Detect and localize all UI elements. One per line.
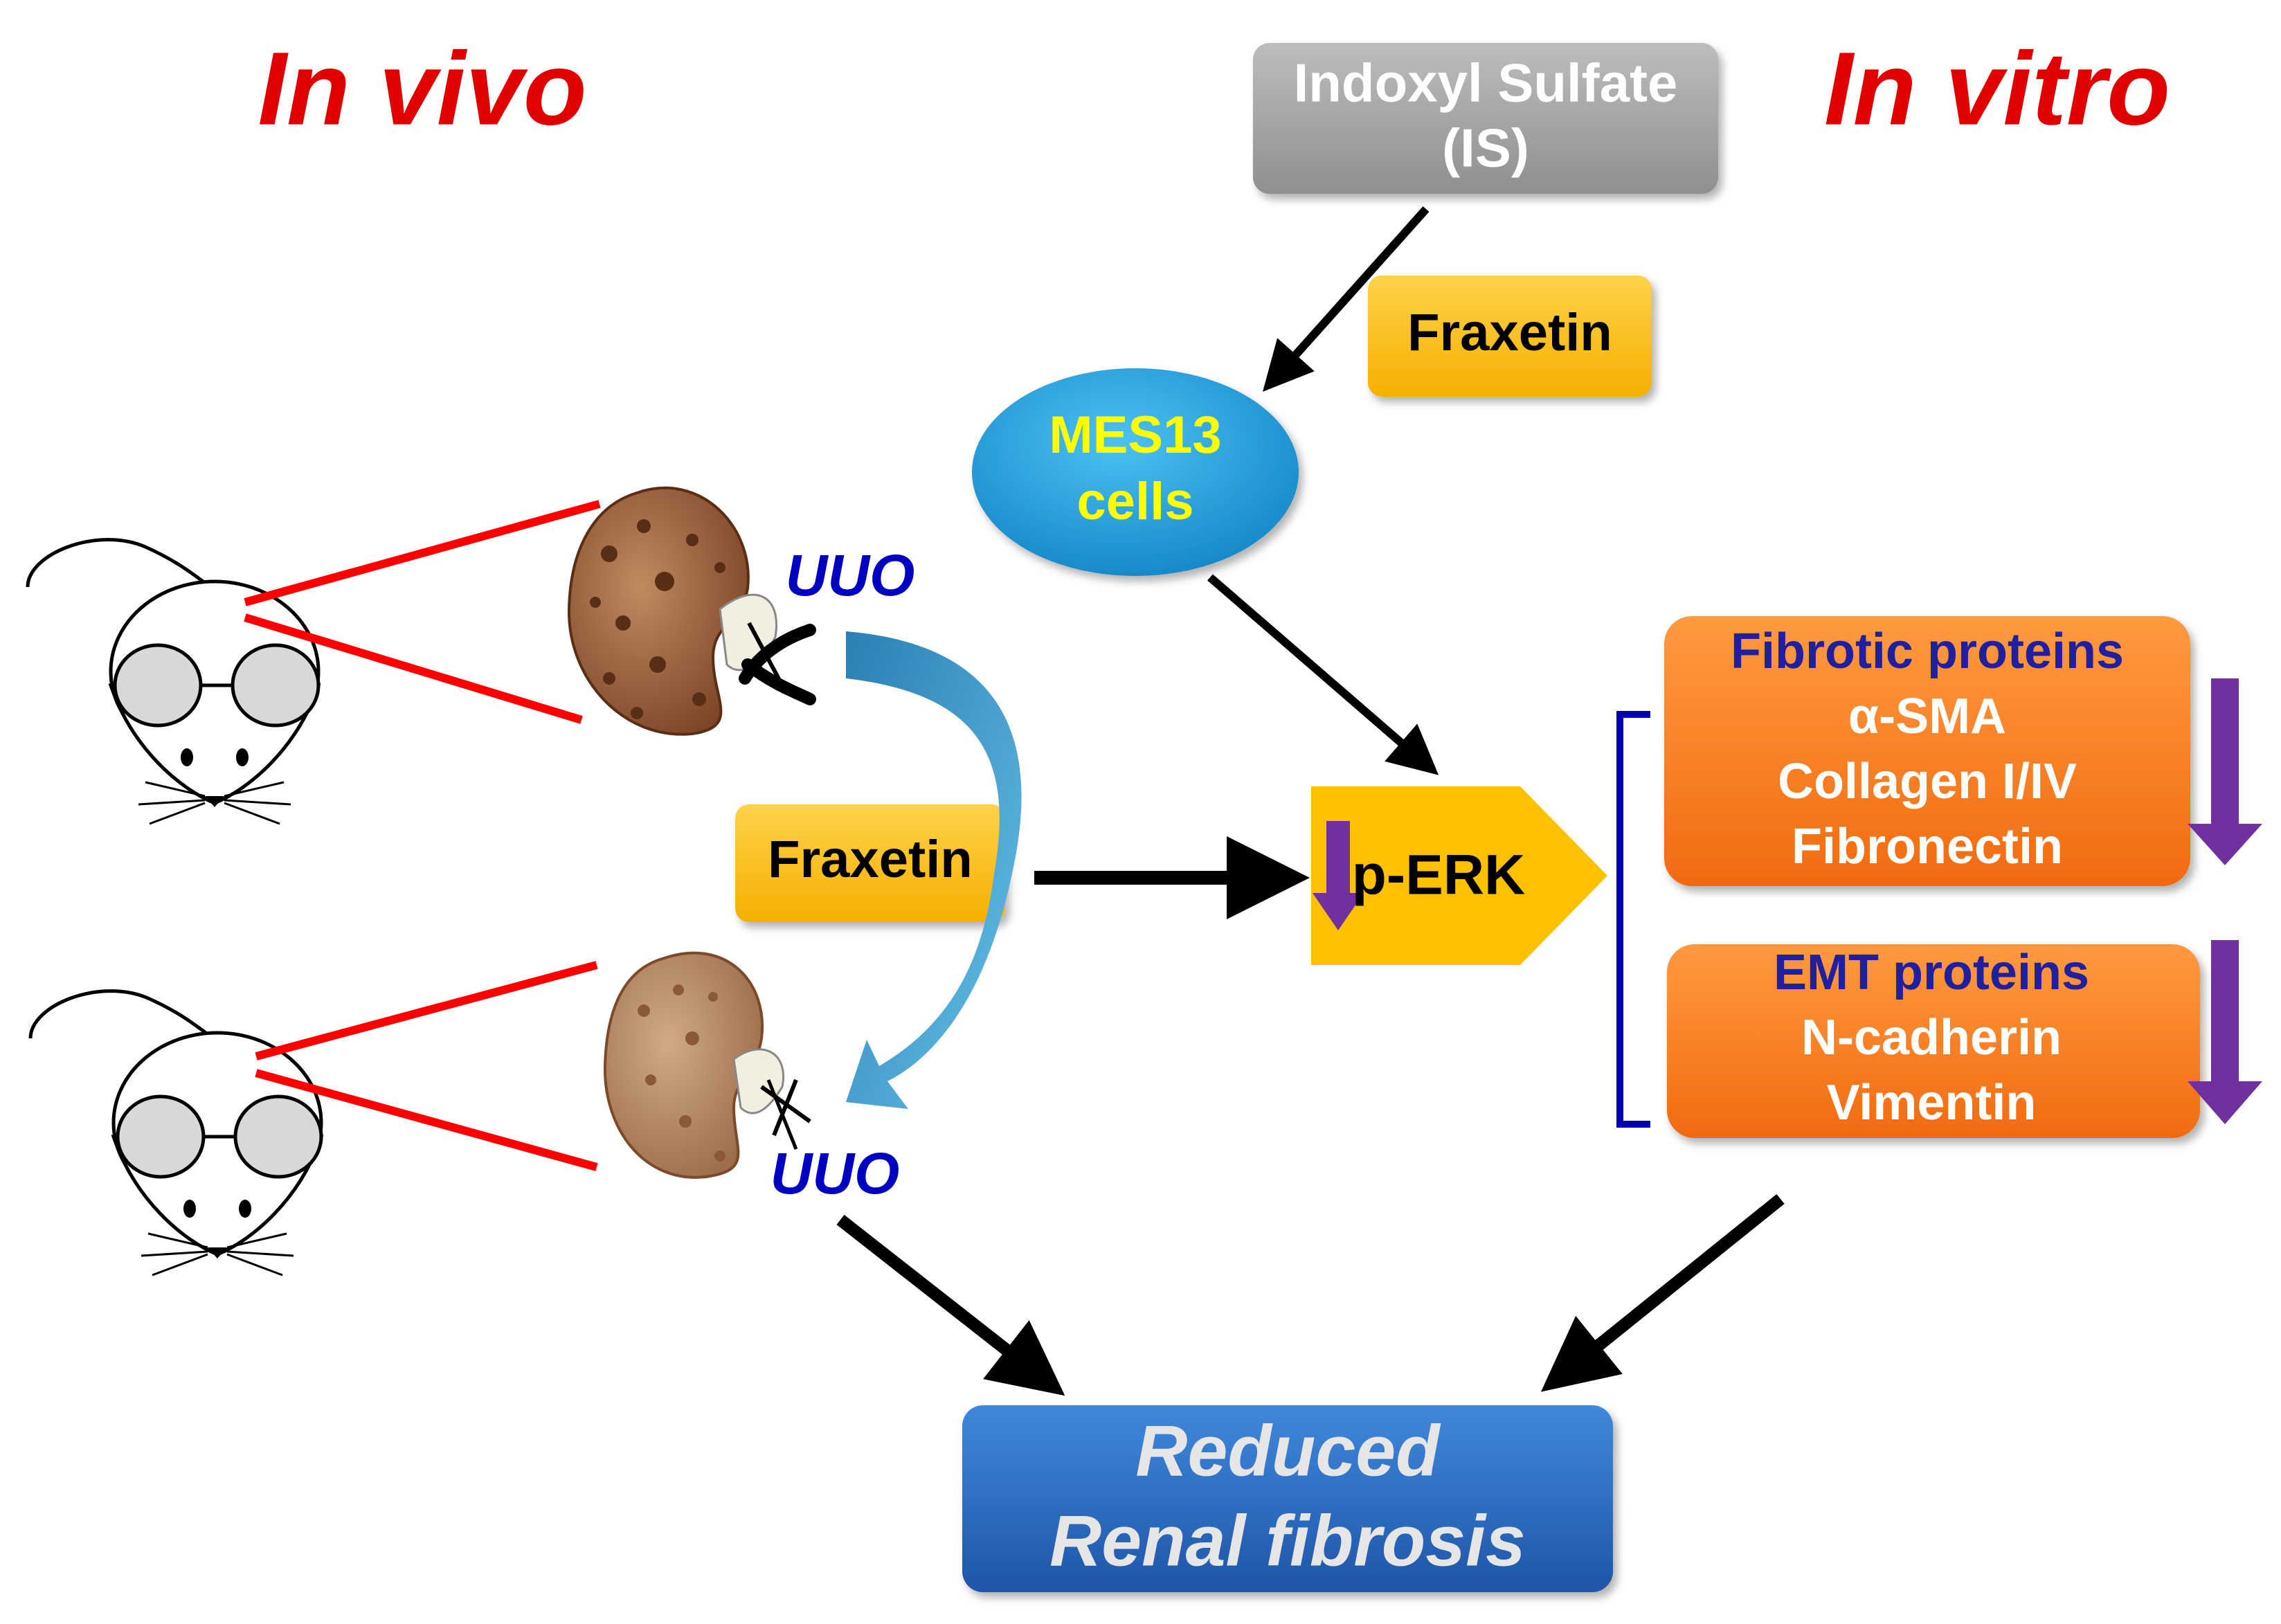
mes13-label-line1: MES13 [1049,406,1221,464]
perk-down-arrow [1313,821,1364,930]
emt-item-2: Vimentin [1827,1075,2037,1130]
outcome-line1: Reduced [1135,1411,1441,1491]
emt-proteins-node [1667,944,2200,1138]
uuo-bottom-label: UUO [770,1141,900,1206]
mes13-cells-node [972,368,1299,576]
is-label-line1: Indoxyl Sulfate [1294,53,1678,114]
emt-title: EMT proteins [1774,945,2089,1000]
is-label-line2: (IS) [1442,118,1529,179]
fibrotic-title: Fibrotic proteins [1731,624,2124,679]
kidney-bottom-image [603,951,811,1179]
heading-in-vitro: In vitro [1824,30,2170,147]
emt-down-arrow [2188,940,2262,1124]
red-zoom-lines-top [244,500,601,724]
uuo-top-label: UUO [786,543,915,608]
fraxetin-top-label: Fraxetin [1407,303,1612,362]
mouse-top [26,538,321,825]
arrow-is-to-mes13 [1263,206,1430,392]
fibrotic-item-3: Fibronectin [1792,819,2063,874]
kidney-top-image [567,486,816,736]
perk-label: p-ERK [1352,844,1526,907]
outcome-line2: Renal fibrosis [1049,1501,1526,1581]
fraxetin-mid-label: Fraxetin [768,830,973,889]
arrow-mes13-to-perk [1207,574,1439,775]
fraxetin-mid-node [735,804,1005,922]
emt-item-1: N-cadherin [1801,1010,2062,1065]
p-erk-node [1311,786,1607,965]
fibrotic-proteins-node [1664,616,2190,886]
mes13-label-line2: cells [1076,472,1193,531]
outcome-node [962,1405,1613,1592]
curved-treatment-arrow [846,631,1022,1109]
heading-in-vivo: In vivo [258,30,586,147]
arrow-invitro-to-outcome [1540,1193,1785,1392]
fibrotic-item-2: Collagen I/IV [1778,754,2077,809]
protein-bracket [1616,711,1650,1128]
indoxyl-sulfate-node [1253,43,1718,194]
red-zoom-lines-bottom [255,961,598,1171]
arrow-invivo-to-outcome [836,1214,1065,1396]
fraxetin-top-node [1368,276,1652,397]
fibrotic-item-1: α-SMA [1848,689,2006,744]
mouse-bottom [28,989,324,1276]
fibrotic-down-arrow [2188,678,2262,865]
